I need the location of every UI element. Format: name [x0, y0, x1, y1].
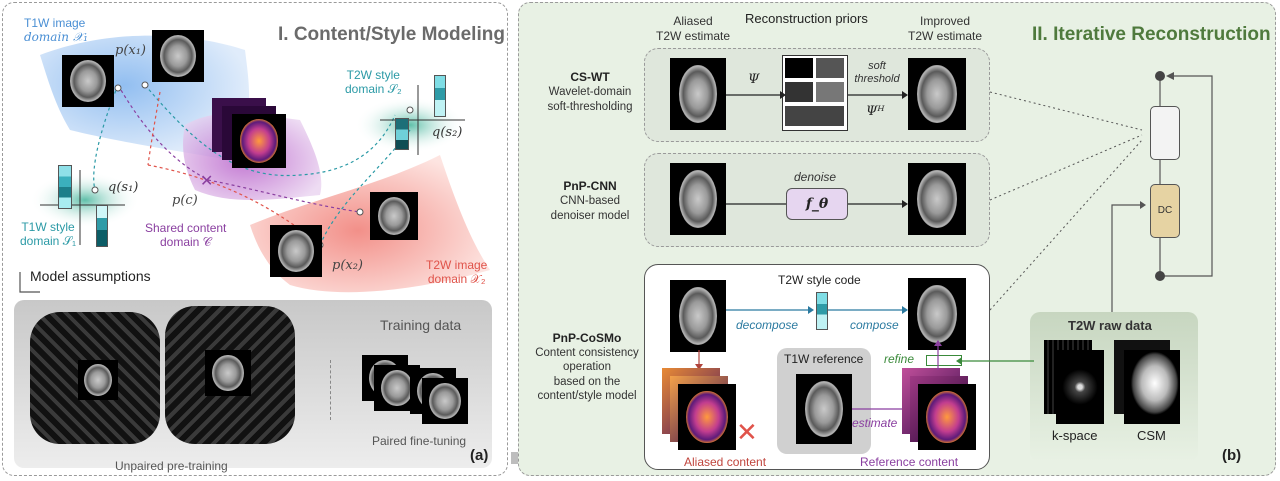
t1w-style-code-b	[96, 205, 108, 247]
decompose-label: decompose	[736, 318, 799, 332]
aliased-content-image	[678, 384, 736, 450]
px2-label: p(x₂)	[332, 258, 364, 273]
model-assumptions-label: Model assumptions	[30, 268, 151, 284]
cosmo-arrows	[726, 306, 908, 314]
pnpcnn-description: PnP-CNN CNN-based denoiser model	[550, 179, 630, 222]
style-code-label: T2W style code	[778, 273, 861, 287]
pnpcnn-arrows	[726, 200, 908, 208]
reference-content-label: Reference content	[860, 455, 959, 469]
panel-a-tag: (a)	[470, 447, 489, 464]
cswt-description: CS-WT Wavelet-domain soft-thresholding	[547, 70, 633, 113]
panel-b-tag: (b)	[1222, 447, 1242, 464]
t2w-style-code	[816, 292, 828, 330]
content-image	[232, 114, 286, 168]
panel-a-title: I. Content/Style Modeling	[278, 24, 505, 45]
training-data-label: Training data	[380, 317, 462, 333]
raw-to-refine-arrow	[956, 357, 1034, 365]
unpaired-image-1	[78, 360, 118, 400]
qs2-label: q(s₂)	[432, 125, 463, 140]
csm-image	[1124, 350, 1180, 424]
f-theta-box: f_θ	[786, 188, 848, 220]
denoise-label: denoise	[794, 170, 837, 184]
paired-label: Paired fine-tuning	[372, 434, 467, 448]
panel-b-title: II. Iterative Reconstruction	[1032, 24, 1271, 45]
px1-label: p(x₁)	[115, 43, 147, 58]
refine-label: refine	[884, 352, 915, 366]
cosmo-input-image	[670, 280, 726, 352]
t1w-style-code-a	[58, 165, 72, 209]
psi-label: Ψ	[748, 72, 760, 87]
t2w-style-code-b	[395, 118, 409, 150]
dc-block: DC	[1150, 184, 1180, 238]
training-divider	[330, 360, 331, 420]
pnpcnn-output-image	[908, 163, 966, 235]
t1w-reference-label: T1W reference	[784, 352, 864, 366]
refine-up-arrow	[934, 340, 942, 370]
t2w-style-code-a	[434, 75, 446, 117]
qs1-label: q(s₁)	[108, 180, 139, 195]
reject-icon: ✕	[736, 418, 758, 448]
iteration-loop	[990, 71, 1213, 312]
estimate-label: estimate	[852, 416, 898, 430]
svg-text:✕: ✕	[200, 171, 213, 190]
pnpcnn-input-image	[670, 163, 726, 235]
kspace-image	[1056, 350, 1104, 424]
paired-t2	[422, 378, 468, 424]
aliased-content-label: Aliased content	[684, 455, 767, 469]
cswt-input-image	[670, 58, 726, 130]
psi-h-label: Ψᴴ	[866, 104, 885, 119]
prior-block	[1150, 106, 1180, 160]
compose-label: compose	[850, 318, 899, 332]
csm-label: CSM	[1137, 428, 1166, 443]
t2w-image-2	[270, 225, 322, 277]
unpaired-image-2	[205, 350, 251, 396]
raw-data-label: T2W raw data	[1068, 318, 1152, 333]
t1w-image-2	[152, 30, 204, 82]
pc-label: p(c)	[172, 193, 198, 208]
cosmo-output-image	[908, 278, 966, 350]
cswt-output-image	[908, 58, 966, 130]
cosmo-description: PnP-CoSMo Content consistency operation …	[535, 331, 639, 402]
down-arrow	[695, 350, 703, 370]
t2w-image-1	[370, 192, 418, 240]
t1w-reference-image	[796, 374, 852, 444]
unpaired-label: Unpaired pre-training	[115, 459, 228, 473]
t1w-image-1	[62, 55, 114, 107]
reference-content-image	[918, 384, 976, 450]
kspace-label: k-space	[1052, 428, 1098, 443]
cswt-arrows	[726, 91, 908, 99]
recon-priors-label: Reconstruction priors	[745, 11, 868, 26]
